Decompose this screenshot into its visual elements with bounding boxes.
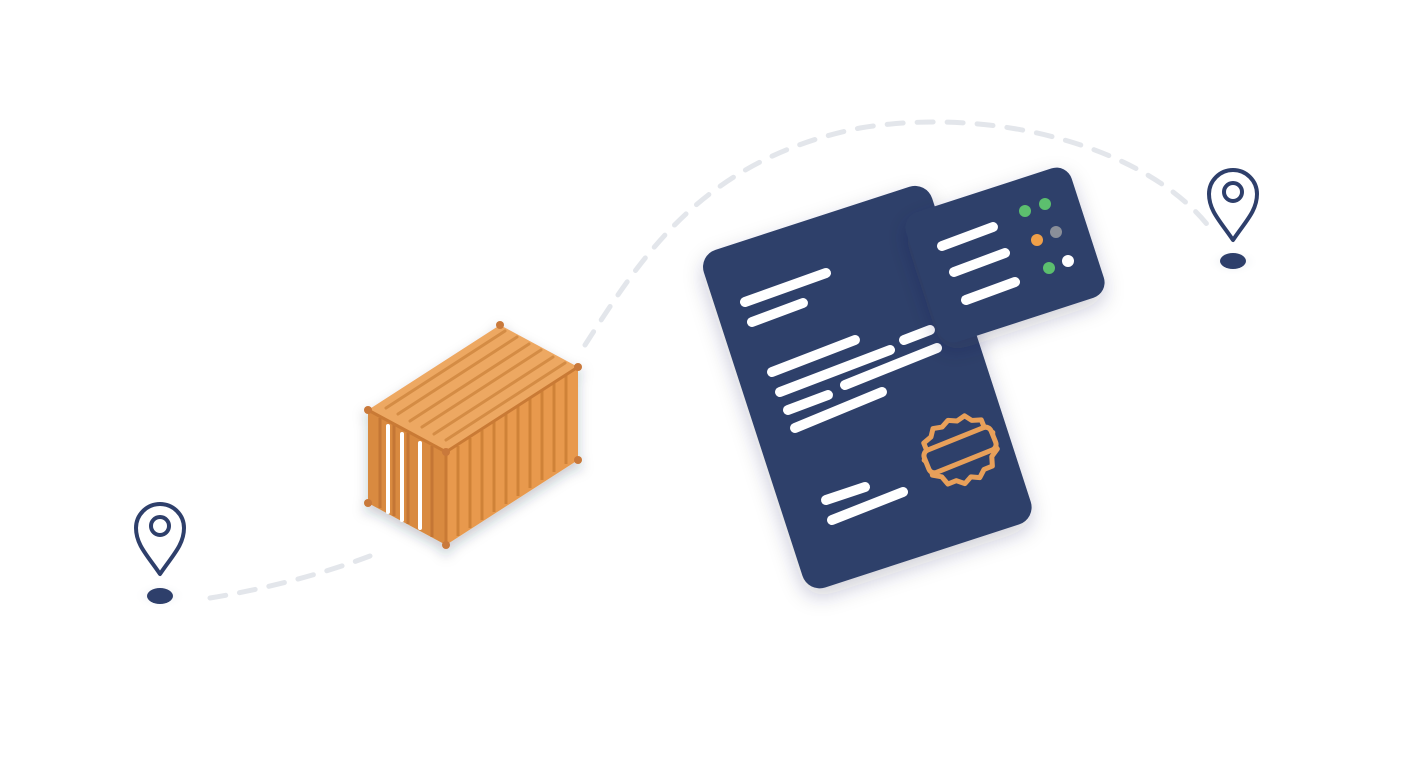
approval-seal-icon bbox=[921, 413, 1000, 487]
status-card-lines bbox=[937, 222, 1020, 305]
route-path bbox=[207, 119, 1213, 601]
map-pin-icon bbox=[1207, 168, 1259, 242]
origin-pin bbox=[134, 502, 186, 610]
status-card-icon bbox=[905, 167, 1105, 343]
shipping-container-icon bbox=[364, 321, 582, 549]
status-dots bbox=[1019, 198, 1074, 274]
document-text-lines bbox=[740, 268, 942, 525]
destination-pin bbox=[1207, 168, 1259, 276]
map-pin-icon bbox=[134, 502, 186, 576]
